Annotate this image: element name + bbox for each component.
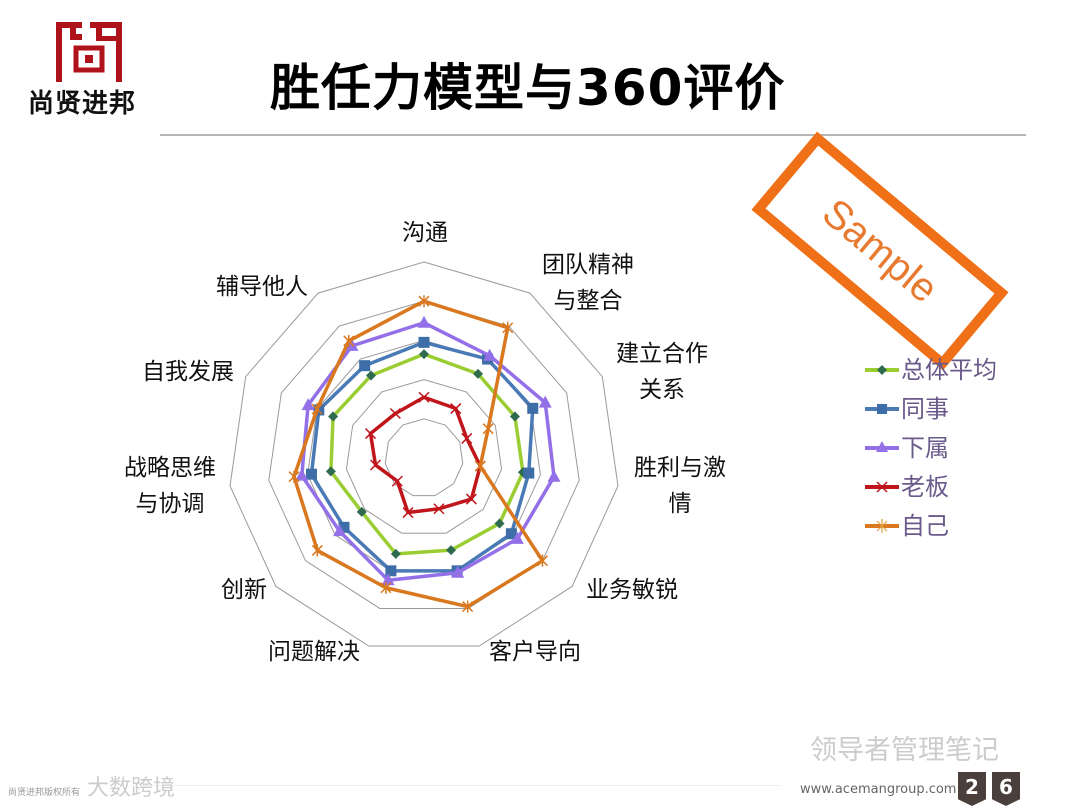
legend-label: 老板 — [901, 472, 949, 501]
series-line-下属 — [300, 321, 556, 582]
data-point — [462, 600, 474, 613]
data-point — [510, 531, 524, 544]
data-point — [366, 370, 377, 381]
legend-swatch-icon — [865, 440, 899, 452]
data-point — [523, 467, 535, 479]
data-point — [433, 503, 445, 515]
data-point — [356, 506, 367, 517]
data-point — [311, 403, 323, 416]
data-point — [385, 565, 397, 577]
wechat-watermark: 领导者管理笔记 — [810, 735, 999, 766]
axis-label: 业务敏锐 — [586, 577, 678, 603]
data-point — [474, 460, 486, 473]
data-point — [465, 493, 477, 505]
legend-item: 同事 — [865, 389, 997, 428]
data-point — [389, 407, 401, 420]
data-point — [418, 295, 430, 308]
axis-label: 自我发展 — [142, 359, 234, 385]
series-line-自己 — [292, 299, 545, 609]
footer-copyright: 尚贤进邦版权所有 — [8, 788, 81, 798]
data-point — [494, 518, 505, 529]
data-point — [417, 315, 431, 328]
data-point — [505, 528, 517, 540]
axis-label: 创新 — [221, 577, 267, 603]
footer-divider — [140, 785, 780, 786]
axis-label: 客户导向 — [489, 639, 581, 665]
legend-item: 老板 — [865, 467, 997, 506]
grid-ring — [268, 300, 580, 609]
legend-swatch-icon — [865, 403, 899, 414]
data-point — [343, 334, 355, 347]
data-point — [295, 468, 309, 481]
data-point — [333, 524, 347, 537]
page-number-digit: 2 — [958, 772, 986, 806]
data-point — [391, 475, 403, 487]
data-point — [473, 368, 484, 379]
data-point — [547, 469, 561, 482]
data-point — [288, 470, 300, 483]
axis-label: 团队精神 与整合 — [542, 252, 634, 314]
footer-watermark-text: 大数跨境 — [87, 776, 176, 801]
axis-label: 胜利与激 情 — [634, 455, 726, 517]
legend-swatch-icon — [865, 364, 899, 375]
logo-text: 尚贤进邦 — [28, 89, 137, 119]
data-point — [381, 573, 395, 586]
data-point — [527, 402, 539, 414]
data-point — [390, 548, 401, 559]
legend-label: 下属 — [901, 433, 949, 462]
data-point — [369, 459, 382, 471]
data-point — [359, 360, 371, 372]
title-divider — [160, 134, 1026, 136]
chart-legend: 总体平均同事下属老板自己 — [865, 350, 997, 545]
axis-label: 建立合作 关系 — [616, 341, 708, 403]
series-line-总体平均 — [329, 352, 525, 556]
legend-swatch-icon — [865, 518, 899, 533]
legend-label: 同事 — [901, 394, 949, 423]
data-point — [461, 432, 473, 444]
data-point — [305, 468, 317, 480]
data-point — [483, 348, 497, 361]
data-point — [364, 428, 377, 440]
data-point — [325, 466, 336, 477]
data-point — [502, 321, 514, 334]
legend-swatch-icon — [865, 480, 899, 493]
page-number-digit: 6 — [992, 772, 1020, 806]
data-point — [338, 521, 350, 533]
legend-item: 自己 — [865, 506, 997, 545]
data-point — [418, 391, 430, 403]
data-point — [328, 411, 339, 422]
data-point — [450, 403, 462, 415]
page-title: 胜任力模型与360评价 — [270, 59, 786, 117]
data-point — [301, 398, 315, 411]
axis-label: 问题解决 — [268, 639, 360, 665]
legend-label: 自己 — [901, 511, 949, 540]
footer-url: www.acemangroup.com — [800, 782, 957, 797]
legend-item: 下属 — [865, 428, 997, 467]
axis-label: 战略思维 与协调 — [124, 455, 216, 517]
footer-left-watermark: 尚贤进邦版权所有 大数跨境 — [8, 776, 175, 806]
data-point — [380, 581, 392, 594]
grid-ring — [229, 261, 619, 647]
data-point — [418, 336, 430, 348]
grid-ring — [384, 418, 464, 497]
data-point — [311, 544, 323, 557]
data-point — [482, 422, 494, 435]
legend-label: 总体平均 — [901, 355, 997, 384]
data-point — [419, 349, 429, 360]
data-point — [509, 411, 520, 422]
data-point — [446, 545, 457, 556]
data-point — [402, 507, 414, 519]
logo-icon — [56, 22, 122, 82]
data-point — [451, 565, 465, 578]
legend-item: 总体平均 — [865, 350, 997, 389]
data-point — [536, 554, 549, 567]
series-line-同事 — [309, 340, 535, 573]
axis-label: 辅导他人 — [216, 274, 308, 300]
axis-label: 沟通 — [402, 220, 448, 246]
data-point — [538, 395, 552, 408]
